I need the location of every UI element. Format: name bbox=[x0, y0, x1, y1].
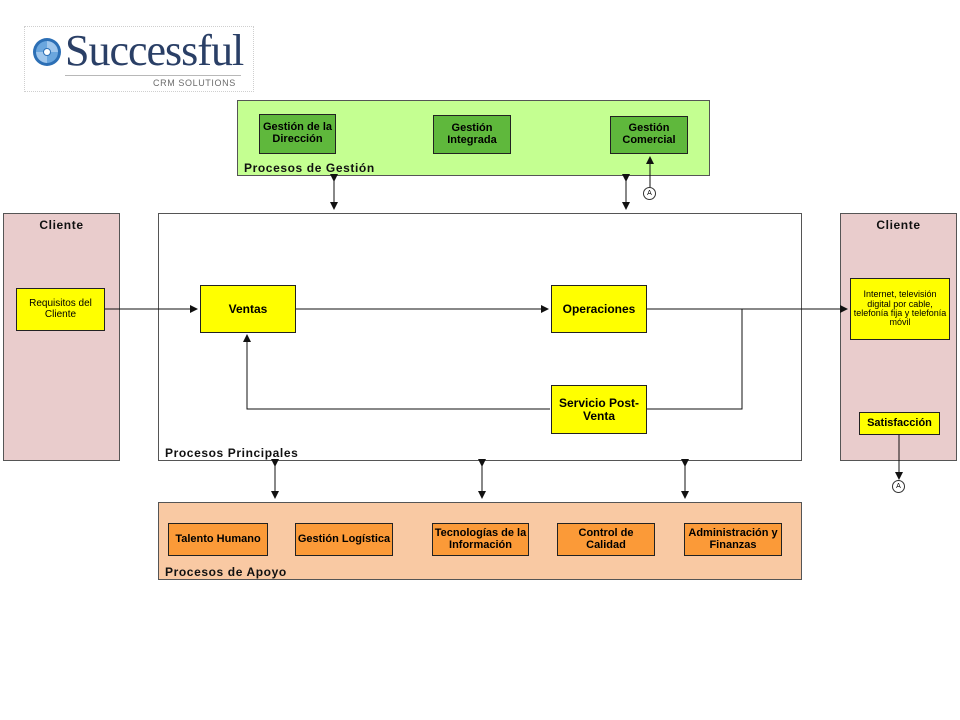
logo-tagline: CRM SOLUTIONS bbox=[153, 78, 236, 88]
requisitos-cliente-box[interactable]: Requisitos del Cliente bbox=[16, 288, 105, 331]
logo-wordmark: Successful bbox=[65, 26, 244, 75]
gestion-integrada-box[interactable]: Gestión Integrada bbox=[433, 115, 511, 154]
logo-swirl-icon bbox=[33, 38, 61, 66]
ventas-box[interactable]: Ventas bbox=[200, 285, 296, 333]
procesos-principales-group: Ventas Operaciones Servicio Post-Venta P… bbox=[158, 213, 802, 461]
gestion-direccion-box[interactable]: Gestión de la Dirección bbox=[259, 114, 336, 154]
cliente-right-group: Cliente Internet, televisión digital por… bbox=[840, 213, 957, 461]
procesos-apoyo-label: Procesos de Apoyo bbox=[165, 565, 287, 579]
connector-a-bottom: A bbox=[892, 480, 905, 493]
logo-divider bbox=[65, 75, 241, 76]
procesos-gestion-group: Gestión de la Dirección Gestión Integrad… bbox=[237, 100, 710, 176]
cliente-right-title: Cliente bbox=[876, 218, 921, 232]
connector-a-top: A bbox=[643, 187, 656, 200]
arrow-postventa-ventas bbox=[243, 334, 550, 410]
cliente-left-title: Cliente bbox=[39, 218, 84, 232]
servicio-post-venta-box[interactable]: Servicio Post-Venta bbox=[551, 385, 647, 434]
company-logo: Successful CRM SOLUTIONS bbox=[24, 26, 254, 92]
control-calidad-box[interactable]: Control de Calidad bbox=[557, 523, 655, 556]
satisfaccion-box[interactable]: Satisfacción bbox=[859, 412, 940, 435]
servicios-box[interactable]: Internet, televisión digital por cable, … bbox=[850, 278, 950, 340]
operaciones-box[interactable]: Operaciones bbox=[551, 285, 647, 333]
procesos-gestion-label: Procesos de Gestión bbox=[244, 161, 375, 175]
administracion-finanzas-box[interactable]: Administración y Finanzas bbox=[684, 523, 782, 556]
gestion-comercial-box[interactable]: Gestión Comercial bbox=[610, 116, 688, 154]
talento-humano-box[interactable]: Talento Humano bbox=[168, 523, 268, 556]
line-postventa-output bbox=[647, 309, 743, 410]
tecnologias-informacion-box[interactable]: Tecnologías de la Información bbox=[432, 523, 529, 556]
cliente-left-group: Cliente Requisitos del Cliente bbox=[3, 213, 120, 461]
procesos-principales-label: Procesos Principales bbox=[165, 446, 299, 460]
gestion-logistica-box[interactable]: Gestión Logística bbox=[295, 523, 393, 556]
procesos-apoyo-group: Talento Humano Gestión Logística Tecnolo… bbox=[158, 502, 802, 580]
